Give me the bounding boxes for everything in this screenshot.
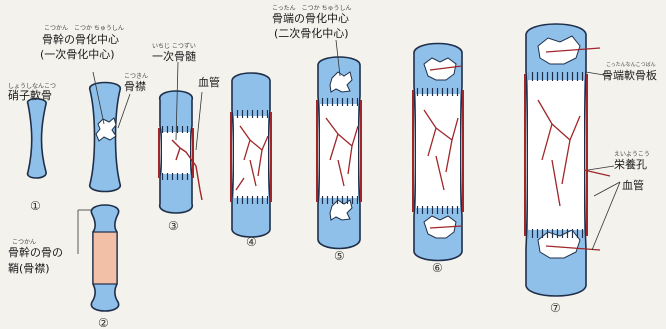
stage-7-mature-bone: [525, 24, 610, 296]
stage-4-marrow-expands: [231, 73, 271, 237]
blood-vessel-label: 血管: [198, 75, 220, 89]
stage-number-2: ②: [98, 316, 109, 329]
blood-vessels-right-label: 血管: [622, 178, 644, 192]
periosteum-ruby: こつきん: [124, 73, 148, 80]
sheath-label-sub: 鞘(骨襟): [8, 261, 50, 275]
stage-6-epiphyses-ossify: [413, 44, 463, 261]
stage-5-secondary-center: [317, 57, 361, 249]
stage-number-5: ⑤: [334, 249, 345, 263]
epiphysis-center-ruby: こったん こつか ちゅうしん: [272, 5, 352, 12]
hyaline-cartilage-label: 硝子軟骨: [8, 88, 52, 102]
sheath-label: 骨幹の骨の: [8, 245, 63, 259]
primary-marrow-ruby: いちじ こつずい: [152, 42, 196, 50]
primary-center-label: 骨幹の骨化中心: [42, 32, 119, 46]
stage-number-4: ④: [246, 235, 257, 249]
stage-number-7: ⑦: [550, 301, 561, 315]
nutrient-foramen-label: 栄養孔: [614, 157, 647, 171]
stage-1-cartilage: [28, 99, 47, 178]
stage-2-bone-sheath: [91, 205, 118, 311]
stage-number-6: ⑥: [432, 261, 443, 275]
stage-number-1: ①: [30, 199, 41, 213]
epiphysis-center-label: 骨端の骨化中心: [272, 11, 349, 25]
stage-2-primary-center: [90, 83, 121, 192]
primary-marrow-label: 一次骨髄: [152, 49, 196, 63]
epiphysis-center-label-sub: (二次骨化中心): [274, 26, 349, 40]
periosteum-label: 骨襟: [124, 80, 146, 93]
sheath-ruby: こつかん: [12, 239, 36, 246]
epiphyseal-plate-ruby: こったんなんこつばん: [606, 61, 656, 68]
stage-number-3: ③: [168, 219, 179, 233]
primary-center-ruby: こつかん こつか ちゅうしん: [44, 25, 124, 32]
nutrient-foramen-ruby: えいようこう: [614, 151, 650, 158]
epiphyseal-plate-label: 骨端軟骨板: [602, 68, 657, 82]
primary-center-label-sub: (一次骨化中心): [40, 47, 115, 61]
stage-3-primary-marrow: [159, 91, 202, 213]
